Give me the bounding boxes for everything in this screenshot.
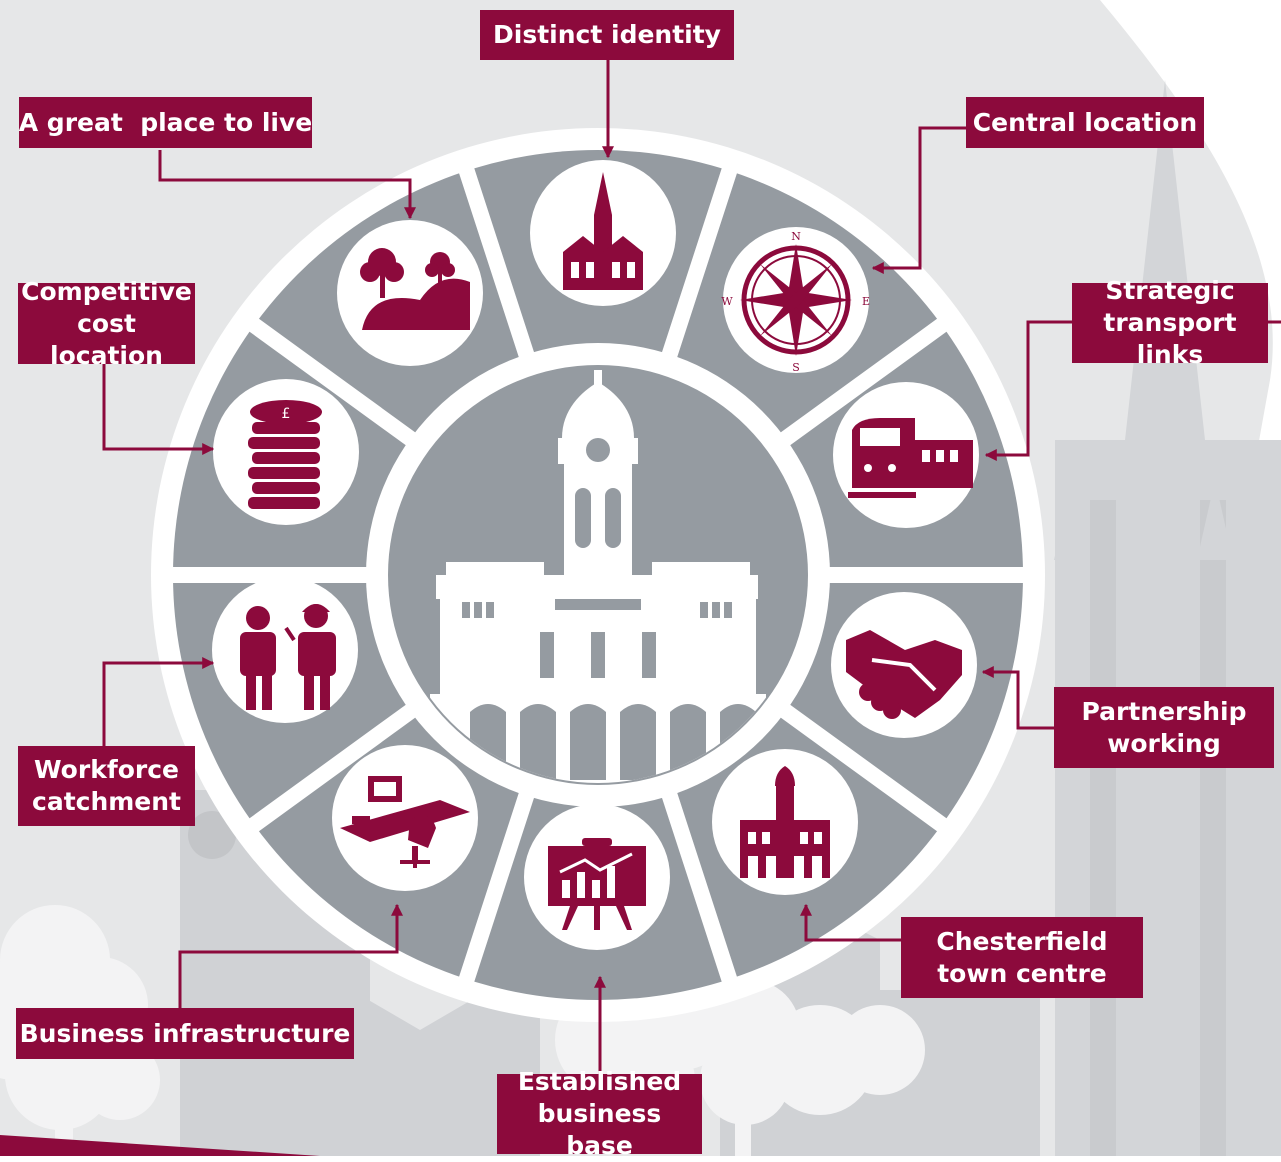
compass-e-label: E bbox=[862, 295, 870, 308]
compass-s-label: S bbox=[792, 361, 800, 374]
church-spire-icon bbox=[530, 160, 676, 306]
svg-text:£: £ bbox=[282, 406, 291, 422]
office-desk-icon bbox=[332, 745, 478, 891]
segment-divider bbox=[779, 317, 949, 447]
connector-chesterfield-town-centre bbox=[800, 903, 903, 942]
church-silhouette-right bbox=[1054, 80, 1281, 1160]
handshake-icon bbox=[831, 592, 977, 738]
label-strategic-transport-links: Strategic transport links bbox=[1072, 276, 1268, 369]
label-competitive-cost-location: Competitive cost location bbox=[18, 277, 195, 370]
connectors bbox=[102, 60, 1281, 1074]
connector-great-place-to-live bbox=[158, 150, 416, 220]
connector-strategic-transport-links bbox=[984, 320, 1072, 461]
town-hall-small-icon bbox=[712, 749, 858, 895]
connector-competitive-cost-location bbox=[102, 354, 215, 455]
connector-workforce-catchment bbox=[102, 657, 215, 750]
compass-rose-icon: N E S W bbox=[721, 227, 870, 374]
workers-icon bbox=[212, 577, 358, 723]
label-established-business-base: Established business base bbox=[497, 1067, 702, 1160]
compass-n-label: N bbox=[791, 230, 801, 243]
coin-stack-icon: £ bbox=[213, 379, 359, 525]
segment-divider bbox=[247, 703, 417, 833]
compass-w-label: W bbox=[721, 295, 733, 308]
label-chesterfield-town-centre: Chesterfield town centre bbox=[901, 917, 1143, 998]
connector-business-infrastructure bbox=[178, 903, 403, 1012]
label-great-place-to-live: A great place to live bbox=[19, 97, 312, 148]
segment-divider bbox=[661, 791, 738, 984]
segment-divider bbox=[247, 317, 417, 447]
segment-divider bbox=[458, 791, 535, 984]
label-partnership-working: Partnership working bbox=[1054, 687, 1274, 768]
label-distinct-identity: Distinct identity bbox=[480, 10, 734, 60]
corner-accent bbox=[0, 1135, 320, 1156]
segment-dividers bbox=[171, 166, 1025, 984]
label-business-infrastructure: Business infrastructure bbox=[16, 1008, 354, 1059]
connector-partnership-working bbox=[981, 666, 1054, 730]
segment-divider bbox=[661, 166, 738, 359]
train-icon bbox=[833, 382, 979, 528]
connector-central-location bbox=[871, 126, 968, 274]
presentation-chart-icon bbox=[524, 804, 670, 950]
label-central-location: Central location bbox=[966, 97, 1204, 148]
segment-divider bbox=[458, 166, 535, 359]
trees-hills-icon bbox=[337, 220, 483, 366]
label-workforce-catchment: Workforce catchment bbox=[18, 746, 195, 826]
segment-divider bbox=[779, 703, 949, 833]
